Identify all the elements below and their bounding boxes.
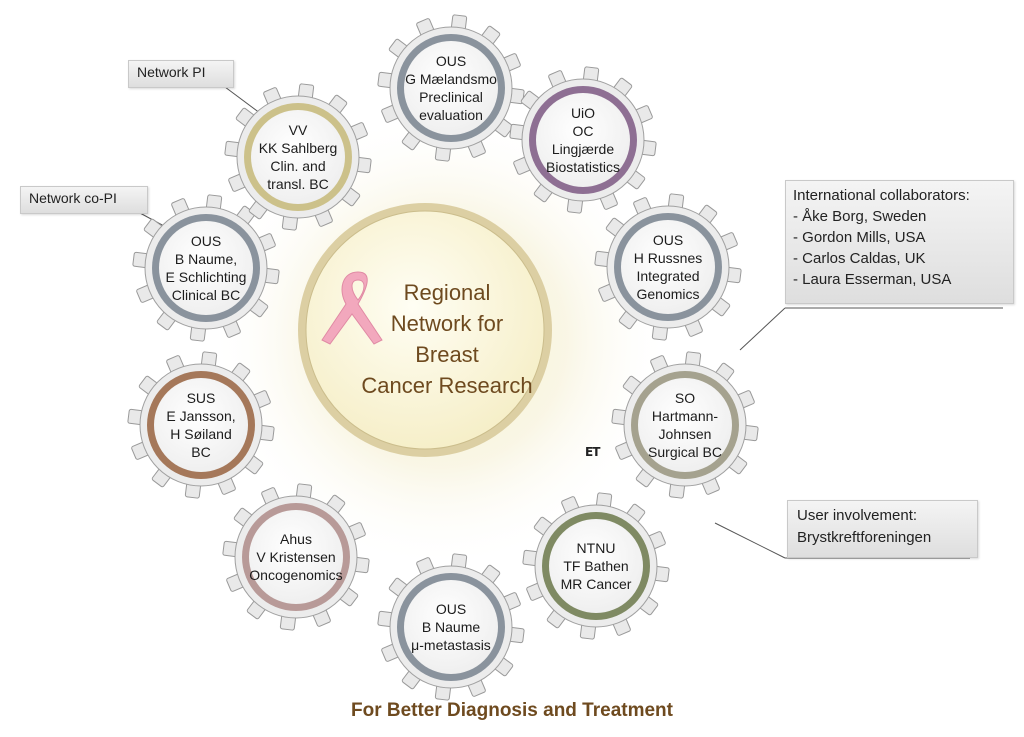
international-leader-a — [739, 307, 786, 351]
gear-face — [621, 220, 715, 314]
gear-label-line: μ-metastasis — [411, 637, 491, 653]
gear-label-line: Integrated — [636, 268, 699, 284]
center-line-3: Breast — [415, 342, 479, 367]
gear-label-line: UiO — [571, 105, 595, 121]
center-line-4: Cancer Research — [361, 373, 532, 398]
gear-label-line: G Mælandsmo — [405, 71, 497, 87]
gear-label-line: OUS — [653, 232, 683, 248]
gear-label-line: TF Bathen — [563, 558, 628, 574]
gear-label-line: SO — [675, 390, 695, 406]
callout-network-copi: Network co-PI — [20, 186, 148, 214]
gear-ous-naume-metastasis: OUS B Naume μ-metastasis — [377, 553, 525, 701]
international-item: - Carlos Caldas, UK — [793, 250, 926, 267]
gear-label-line: B Naume, — [175, 251, 237, 267]
gear-face — [154, 378, 248, 472]
gear-label-line: NTNU — [577, 540, 616, 556]
center-hub: Regional Network for Breast Cancer Resea… — [298, 203, 552, 457]
center-line-1: Regional — [404, 280, 491, 305]
gear-face — [536, 93, 630, 187]
callout-network-copi-label: Network co-PI — [29, 190, 117, 206]
gear-label-line: OUS — [436, 53, 466, 69]
gear-label-line: H Søiland — [170, 426, 231, 442]
international-title: International collaborators: — [793, 187, 970, 204]
international-item: - Gordon Mills, USA — [793, 229, 926, 246]
gear-face — [159, 221, 253, 315]
international-item: - Åke Borg, Sweden — [793, 208, 927, 225]
gear-face — [251, 110, 345, 204]
user-leader-a — [714, 522, 786, 559]
gear-label-line: Preclinical — [419, 89, 483, 105]
gear-label-line: KK Sahlberg — [259, 140, 338, 156]
gear-label-line: Hartmann- — [652, 408, 718, 424]
gear-label-line: SUS — [187, 390, 216, 406]
gear-label-line: OUS — [191, 233, 221, 249]
gear-label-line: Biostatistics — [546, 159, 620, 175]
center-line-2: Network for — [391, 311, 503, 336]
et-logo-mark: ET — [585, 445, 600, 459]
callout-international: International collaborators: - Åke Borg,… — [785, 180, 1014, 304]
gear-label-line: MR Cancer — [561, 576, 632, 592]
gear-face — [404, 41, 498, 135]
footer-tagline: For Better Diagnosis and Treatment — [350, 700, 673, 721]
gear-label-line: Lingjærde — [552, 141, 614, 157]
gear-face — [404, 580, 498, 674]
gear-label-line: Clin. and — [270, 158, 325, 174]
gear-label-line: Clinical BC — [172, 287, 240, 303]
gear-label-line: Johnsen — [659, 426, 712, 442]
gear-label-line: Ahus — [280, 531, 312, 547]
gear-face — [249, 510, 343, 604]
gear-label-line: B Naume — [422, 619, 481, 635]
gear-label-line: V Kristensen — [256, 549, 335, 565]
user-involvement-title: User involvement: — [797, 507, 918, 524]
callout-user-involvement: User involvement: Brystkreftforeningen — [787, 500, 978, 558]
user-involvement-org: Brystkreftforeningen — [797, 529, 932, 546]
gear-label-line: OC — [573, 123, 594, 139]
gear-label-line: Genomics — [636, 286, 699, 302]
gear-label-line: E Schlichting — [166, 269, 247, 285]
gear-label-line: evaluation — [419, 107, 483, 123]
gear-ntnu-bathen: NTNU TF Bathen MR Cancer — [522, 492, 670, 640]
callout-network-pi: Network PI — [128, 60, 234, 88]
gear-face — [638, 378, 732, 472]
gear-face — [549, 519, 643, 613]
gear-label-line: VV — [289, 122, 308, 138]
gear-label-line: OUS — [436, 601, 466, 617]
gear-label-line: BC — [191, 444, 210, 460]
gear-label-line: Surgical BC — [648, 444, 722, 460]
gear-label-line: E Jansson, — [166, 408, 235, 424]
pink-ribbon-icon — [321, 271, 383, 345]
center-disc — [305, 210, 545, 450]
gear-label-line: transl. BC — [267, 176, 328, 192]
international-item: - Laura Esserman, USA — [793, 271, 952, 288]
callout-network-pi-label: Network PI — [137, 64, 206, 80]
gear-label-line: H Russnes — [634, 250, 702, 266]
gear-label-line: Oncogenomics — [249, 567, 342, 583]
